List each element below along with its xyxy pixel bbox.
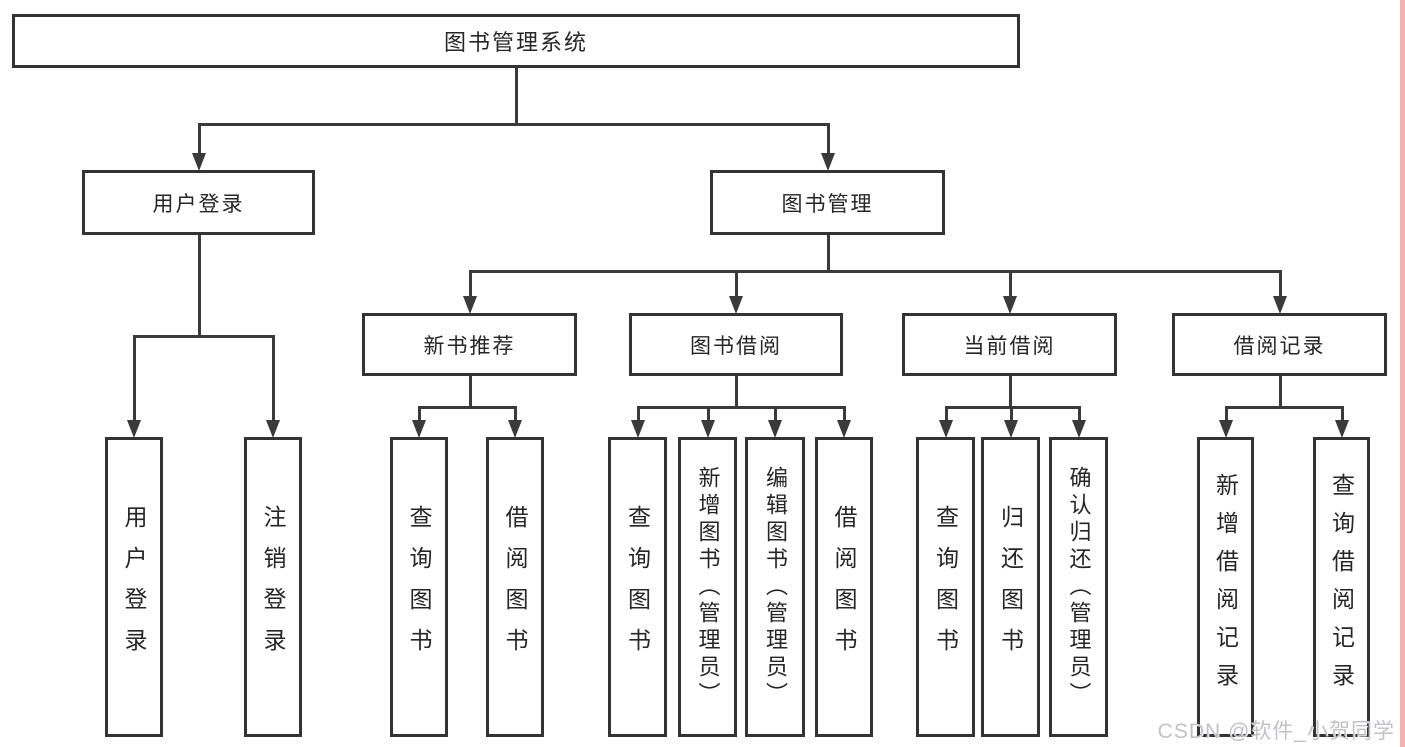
- connector-line: [827, 235, 830, 273]
- box-label: 图书管理系统: [443, 30, 588, 55]
- connector-line: [1279, 270, 1282, 297]
- arrow-down-icon: [1219, 420, 1233, 438]
- arrow-down-icon: [701, 420, 715, 438]
- connector-line: [1010, 406, 1013, 421]
- connector-line: [133, 335, 136, 421]
- box-label: 图书管理: [781, 192, 874, 216]
- box-leaf-br-query-record: 查询借阅记录: [1313, 437, 1370, 737]
- arrow-down-icon: [729, 296, 743, 314]
- arrow-down-icon: [631, 420, 645, 438]
- connector-line: [843, 406, 846, 421]
- connector-line: [774, 406, 777, 421]
- box-leaf-bb-edit-books: 编辑图书（管理员）: [745, 437, 805, 737]
- watermark: CSDN @软件_小贺同学: [1157, 720, 1395, 743]
- arrow-down-icon: [1004, 420, 1018, 438]
- box-label: 用户登录: [121, 505, 147, 669]
- box-current-borrowing: 当前借阅: [902, 313, 1117, 376]
- arrow-down-icon: [463, 296, 477, 314]
- box-label: 用户登录: [152, 192, 245, 216]
- connector-line: [133, 335, 275, 338]
- connector-line: [198, 123, 830, 126]
- box-label: 确认归还（管理员）: [1066, 465, 1092, 709]
- box-leaf-nb-query-books: 查询图书: [390, 437, 448, 737]
- arrow-down-icon: [412, 420, 426, 438]
- box-label: 归还图书: [997, 505, 1024, 669]
- connector-line: [418, 406, 421, 421]
- box-user-login: 用户登录: [82, 170, 315, 235]
- arrow-down-icon: [939, 420, 953, 438]
- connector-line: [272, 335, 275, 421]
- connector-line: [1225, 406, 1344, 409]
- arrow-down-icon: [837, 420, 851, 438]
- connector-line: [827, 123, 830, 154]
- connector-line: [469, 270, 1282, 273]
- box-label: 借阅图书: [502, 505, 528, 669]
- connector-line: [637, 406, 846, 409]
- connector-line: [735, 376, 738, 409]
- arrow-down-icon: [1072, 420, 1086, 438]
- arrow-down-icon: [127, 420, 141, 438]
- box-label: 编辑图书（管理员）: [763, 465, 788, 709]
- connector-line: [198, 123, 201, 154]
- arrow-down-icon: [192, 153, 206, 171]
- arrow-down-icon: [1335, 420, 1349, 438]
- box-leaf-cb-confirm-return: 确认归还（管理员）: [1049, 437, 1108, 737]
- box-label: 新增借阅记录: [1212, 473, 1239, 701]
- box-label: 新增图书（管理员）: [695, 465, 721, 709]
- connector-line: [637, 406, 640, 421]
- box-label: 查询图书: [932, 505, 959, 669]
- connector-line: [707, 406, 710, 421]
- connector-line: [1279, 376, 1282, 409]
- box-label: 新书推荐: [423, 334, 516, 358]
- connector-line: [1078, 406, 1081, 421]
- box-label: 借阅图书: [831, 505, 857, 669]
- box-root: 图书管理系统: [12, 14, 1020, 68]
- box-leaf-bb-borrow-books: 借阅图书: [815, 437, 873, 737]
- box-label: 查询图书: [406, 505, 432, 669]
- box-book-management: 图书管理: [710, 170, 945, 235]
- box-new-book-recommend: 新书推荐: [362, 313, 577, 376]
- box-label: 注销登录: [260, 505, 286, 669]
- box-leaf-br-add-record: 新增借阅记录: [1197, 437, 1254, 737]
- arrow-down-icon: [821, 153, 835, 171]
- arrow-down-icon: [1003, 296, 1017, 314]
- box-borrowing-records: 借阅记录: [1172, 313, 1387, 376]
- box-leaf-nb-borrow-books: 借阅图书: [486, 437, 544, 737]
- connector-line: [469, 376, 472, 409]
- connector-line: [469, 270, 472, 297]
- connector-line: [514, 406, 517, 421]
- connector-line: [945, 406, 948, 421]
- box-book-borrowing: 图书借阅: [629, 313, 843, 376]
- box-label: 查询图书: [624, 505, 651, 669]
- box-leaf-user-login: 用户登录: [105, 437, 163, 737]
- box-label: 借阅记录: [1233, 334, 1326, 358]
- connector-line: [1225, 406, 1228, 421]
- right-edge-stripe: [1400, 0, 1405, 747]
- connector-line: [1009, 270, 1012, 297]
- box-label: 查询借阅记录: [1328, 473, 1355, 701]
- box-label: 图书借阅: [690, 334, 782, 358]
- connector-line: [1341, 406, 1344, 421]
- box-leaf-cb-query-books: 查询图书: [916, 437, 975, 737]
- connector-line: [945, 406, 1081, 409]
- connector-line: [418, 406, 517, 409]
- arrow-down-icon: [768, 420, 782, 438]
- box-leaf-bb-query-books: 查询图书: [608, 437, 667, 737]
- arrow-down-icon: [266, 420, 280, 438]
- box-leaf-logout: 注销登录: [244, 437, 302, 737]
- arrow-down-icon: [508, 420, 522, 438]
- connector-line: [735, 270, 738, 297]
- connector-line: [515, 68, 518, 126]
- connector-line: [1009, 376, 1012, 409]
- arrow-down-icon: [1273, 296, 1287, 314]
- box-label: 当前借阅: [963, 334, 1056, 358]
- box-leaf-bb-add-books: 新增图书（管理员）: [678, 437, 737, 737]
- connector-line: [198, 235, 201, 338]
- box-leaf-cb-return-books: 归还图书: [981, 437, 1040, 737]
